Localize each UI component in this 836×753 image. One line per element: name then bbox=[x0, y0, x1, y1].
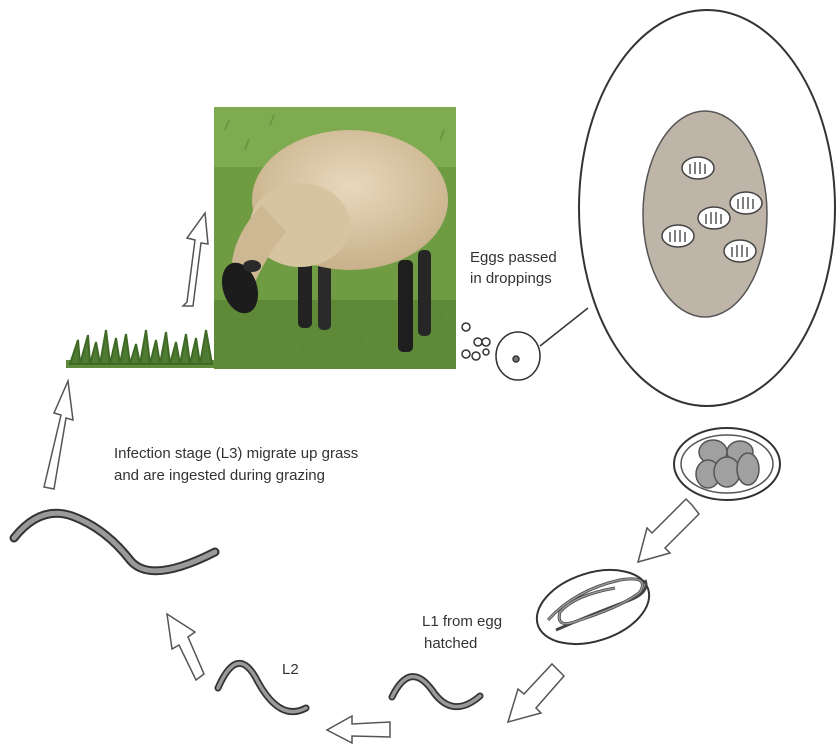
sheep-grazing-image bbox=[214, 107, 456, 369]
l1-larva-icon bbox=[392, 677, 480, 707]
developing-egg-icon bbox=[674, 428, 780, 500]
l3-larva-icon bbox=[14, 513, 215, 571]
arrow-to-l3-icon bbox=[167, 614, 204, 680]
grass-strip-icon bbox=[66, 330, 214, 368]
eggs-label-line1: Eggs passed bbox=[470, 249, 557, 266]
arrow-to-l2-icon bbox=[327, 716, 390, 743]
arrow-to-l1-icon bbox=[508, 664, 564, 722]
magnified-egg-icon bbox=[579, 10, 835, 406]
l1-label-line1: L1 from egg bbox=[422, 613, 502, 630]
arrow-to-grass-icon bbox=[44, 381, 73, 489]
l1-label-line2: hatched bbox=[424, 635, 477, 652]
eggs-label-line2: in droppings bbox=[470, 270, 552, 287]
larva-in-egg-icon bbox=[527, 557, 658, 658]
arrow-up-to-sheep-icon bbox=[183, 213, 208, 306]
arrow-to-larva-egg-icon bbox=[638, 499, 699, 562]
infection-label-line1: Infection stage (L3) migrate up grass bbox=[114, 445, 358, 462]
eggs-in-droppings-icon bbox=[462, 308, 588, 380]
l2-label: L2 bbox=[282, 661, 299, 678]
infection-label-line2: and are ingested during grazing bbox=[114, 467, 325, 484]
